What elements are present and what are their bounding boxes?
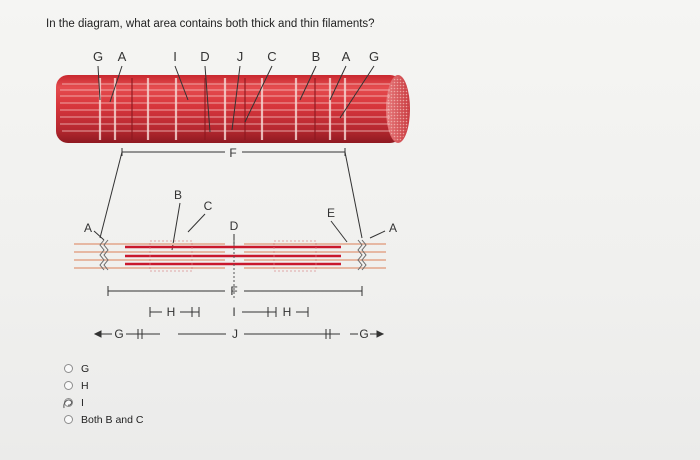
answer-options: G H I Both B and C [63,360,143,428]
label-b: B [174,188,182,202]
label-side-a-right: A [389,221,397,235]
label-h-left: H [167,305,176,319]
label-top-g-left: G [93,49,103,64]
option-h-label: H [81,379,89,392]
label-top-g-right: G [369,49,379,64]
label-j-center: J [232,327,238,341]
label-h-right: H [283,305,292,319]
sarcomere [74,239,386,300]
label-i-center: I [232,305,235,319]
option-g-radio[interactable] [64,364,73,373]
label-f-top: F [229,146,236,160]
label-top-j: J [237,49,244,64]
question-text: In the diagram, what area contains both … [46,18,375,30]
label-top-b: B [312,49,321,64]
label-top-a-left: A [118,49,127,64]
option-h-radio[interactable] [64,381,73,390]
label-g-left: G [114,327,123,341]
option-i-label: I [81,396,84,409]
option-both-b-c-label: Both B and C [81,413,144,426]
option-h[interactable]: H [64,377,143,394]
label-side-a-left: A [84,221,92,235]
muscle-fiber-cylinder [56,75,410,143]
label-top-i: I [173,49,177,64]
option-g[interactable]: G [64,360,143,377]
option-both-b-c[interactable]: Both B and C [64,411,143,428]
label-f-bottom: F [230,284,237,298]
option-i-radio[interactable] [64,398,73,407]
option-i[interactable]: I [63,394,143,411]
label-d: D [230,219,239,233]
option-g-label: G [81,362,90,375]
label-top-a-right: A [342,49,351,64]
label-top-d: D [200,49,209,64]
option-both-b-c-radio[interactable] [64,415,73,424]
label-g-right: G [359,327,368,341]
label-top-c: C [267,49,276,64]
label-e: E [327,206,335,220]
label-c: C [204,199,213,213]
